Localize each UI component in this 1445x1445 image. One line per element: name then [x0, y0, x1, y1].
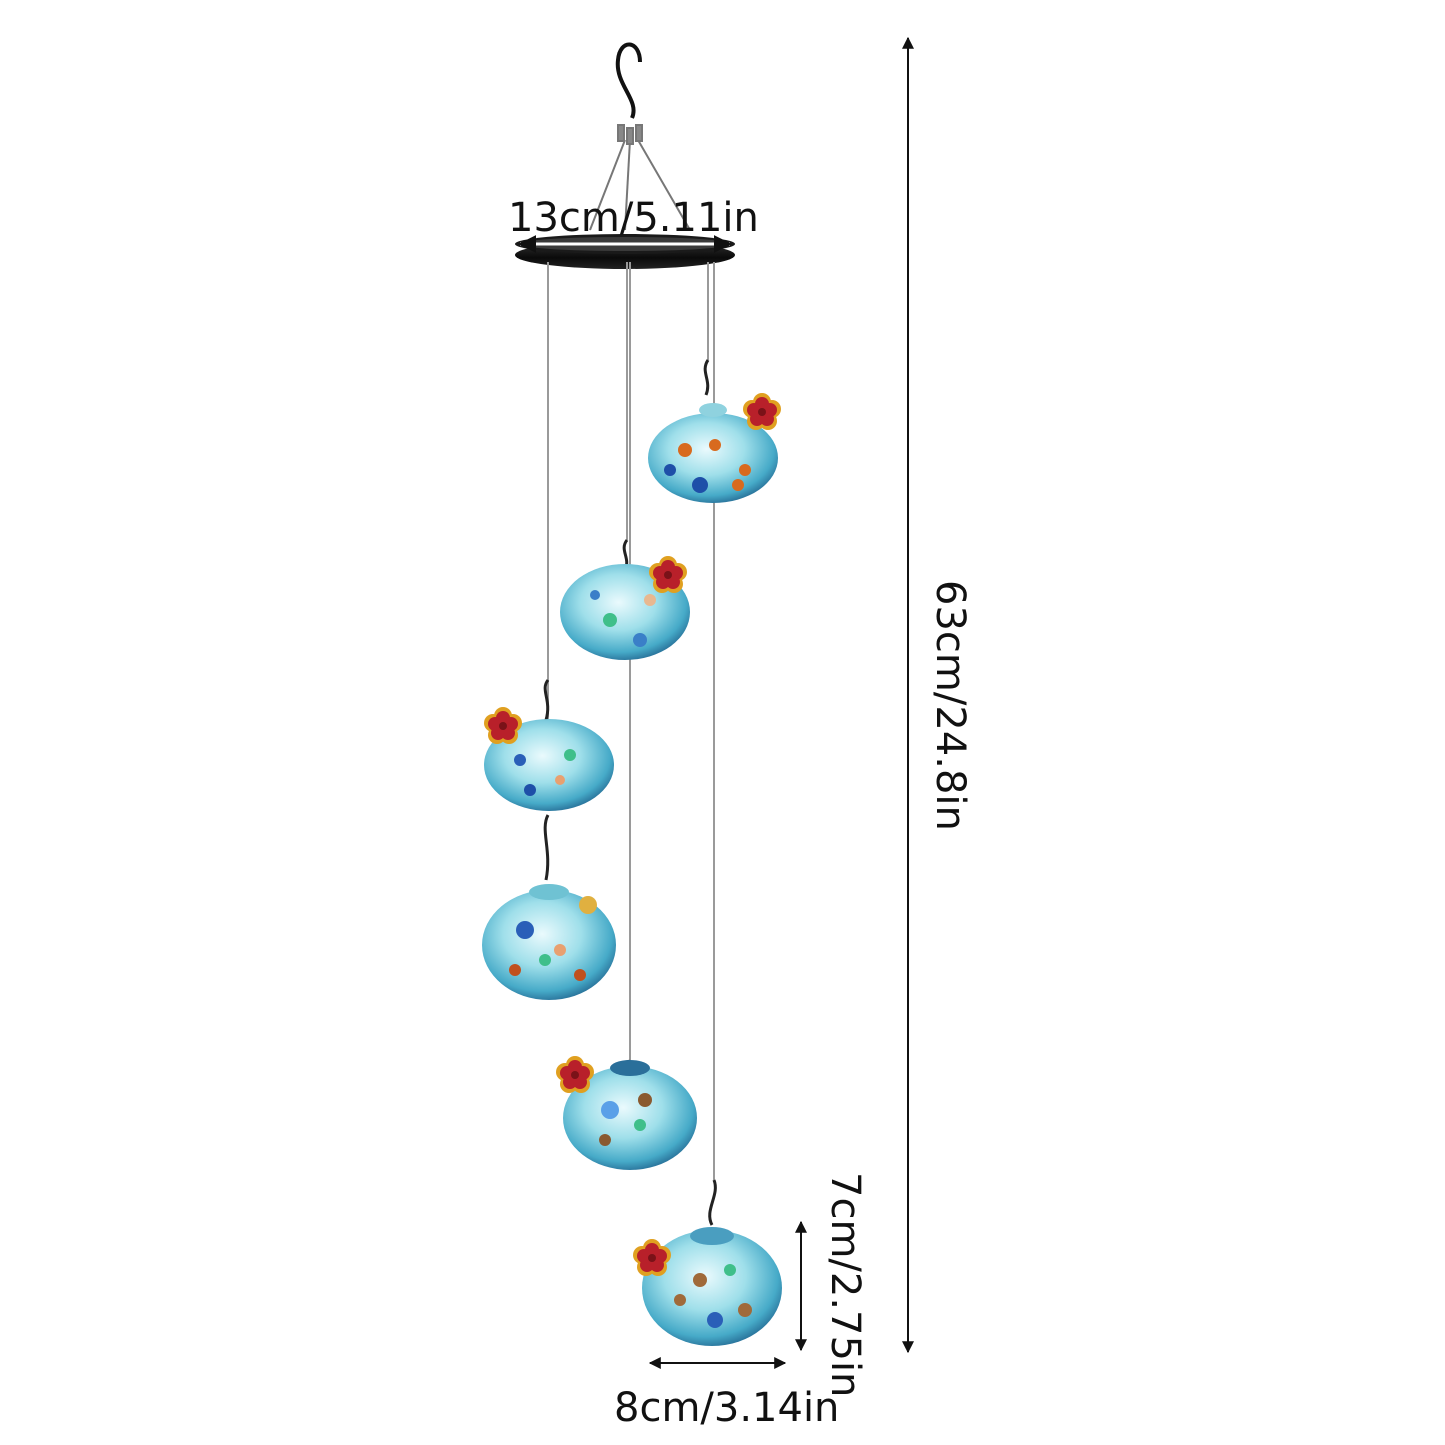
- total-height-label: 63cm/24.8in: [927, 580, 973, 831]
- feeder-4: [482, 814, 616, 1000]
- feeder-3: [484, 679, 614, 811]
- feeder-1: [648, 359, 781, 503]
- feeder-5: [556, 1056, 697, 1170]
- feeder-height-label: 7cm/2.75in: [822, 1172, 868, 1398]
- feeder-2: [560, 539, 690, 660]
- suspension-wires: [589, 124, 691, 231]
- s-hook-icon: [615, 42, 642, 119]
- chime-wires: [547, 262, 715, 1180]
- ring-width-label: 13cm/5.11in: [508, 195, 759, 241]
- feeder-width-label: 8cm/3.14in: [614, 1385, 840, 1431]
- feeder-6: [633, 1179, 782, 1346]
